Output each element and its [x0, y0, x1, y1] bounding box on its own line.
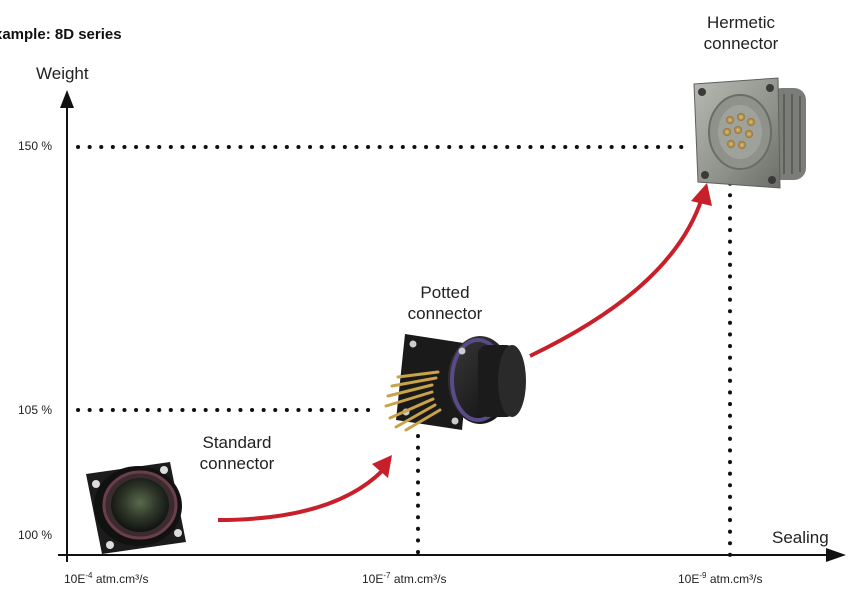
- y-tick-150: 150 %: [18, 139, 53, 153]
- x-tick-10e-9: 10E-9 atm.cm³/s: [678, 571, 763, 587]
- arrow-standard-to-potted: [217, 466, 387, 522]
- x-tick-10e-4: 10E-4 atm.cm³/s: [64, 571, 149, 587]
- arrow-potted-to-hermetic-head: [691, 183, 712, 206]
- x-axis-label: Sealing: [772, 528, 829, 547]
- y-axis-label: Weight: [36, 64, 89, 83]
- diagram-title: xample: 8D series: [0, 26, 122, 43]
- arrow-potted-to-hermetic: [529, 197, 704, 358]
- hermetic-connector-image: [693, 77, 806, 189]
- y-axis-arrowhead: [60, 90, 74, 108]
- potted-connector-image: [384, 334, 526, 432]
- y-tick-105: 105 %: [18, 403, 53, 417]
- y-tick-100: 100 %: [18, 528, 53, 542]
- x-tick-10e-7: 10E-7 atm.cm³/s: [362, 571, 447, 587]
- x-axis-arrowhead: [826, 548, 846, 562]
- arrow-standard-to-potted-head: [372, 455, 392, 478]
- standard-connector-image: [86, 462, 186, 554]
